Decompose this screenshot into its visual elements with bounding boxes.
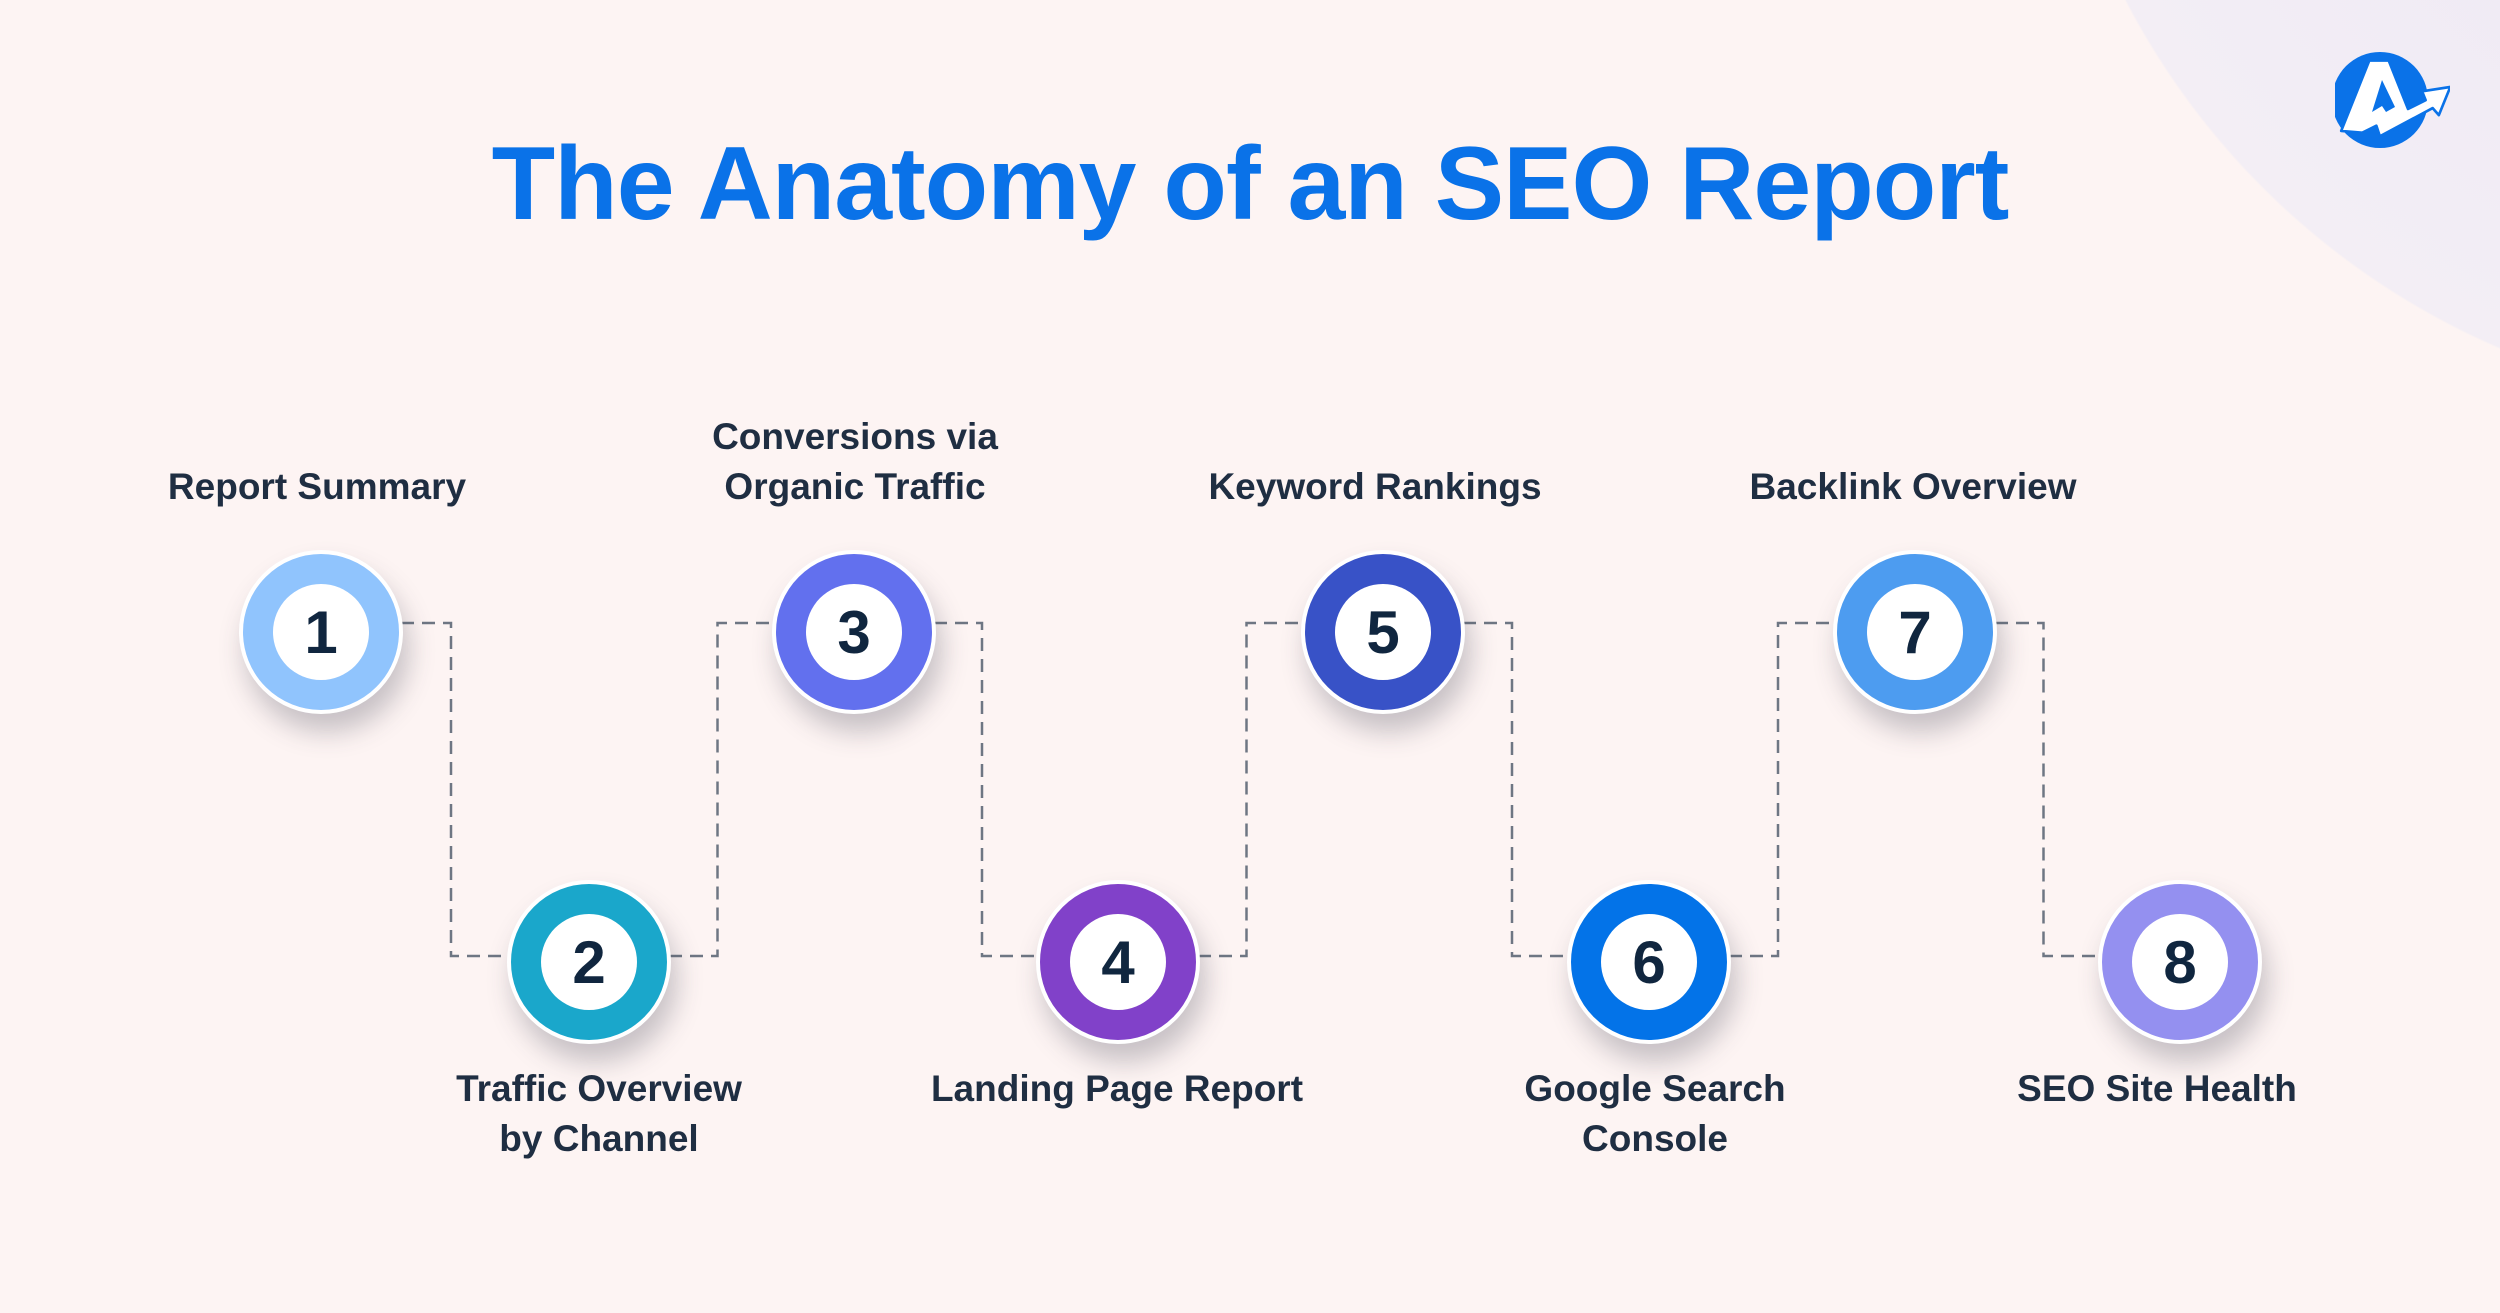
step-number: 1	[273, 584, 369, 680]
label-line: Keyword Rankings	[1208, 466, 1542, 507]
step-8-badge: 8	[2098, 880, 2262, 1044]
step-number: 8	[2132, 914, 2228, 1010]
label-line: Conversions via	[712, 416, 998, 457]
step-1-label: Report Summary	[107, 462, 527, 512]
label-line: Report Summary	[167, 466, 467, 507]
label-line: by Channel	[499, 1118, 699, 1159]
label-line: Google Search	[1524, 1068, 1786, 1109]
page-title: The Anatomy of an SEO Report	[491, 126, 2010, 242]
step-3-badge: 3	[772, 550, 936, 714]
label-line: Console	[1582, 1118, 1728, 1159]
step-1-badge: 1	[239, 550, 403, 714]
step-5-badge: 5	[1301, 550, 1465, 714]
step-number: 7	[1867, 584, 1963, 680]
step-number: 6	[1601, 914, 1697, 1010]
step-number: 5	[1335, 584, 1431, 680]
label-line: SEO Site Health	[2017, 1068, 2297, 1109]
step-number: 2	[541, 914, 637, 1010]
label-line: Backlink Overview	[1749, 466, 2077, 507]
step-2-label: Traffic Overview by Channel	[389, 1064, 809, 1164]
step-8-label: SEO Site Health	[1947, 1064, 2367, 1114]
step-7-label: Backlink Overview	[1703, 462, 2123, 512]
step-4-badge: 4	[1036, 880, 1200, 1044]
label-line: Organic Traffic	[724, 466, 986, 507]
step-2-badge: 2	[507, 880, 671, 1044]
label-line: Landing Page Report	[930, 1068, 1304, 1109]
step-number: 3	[806, 584, 902, 680]
step-6-badge: 6	[1567, 880, 1731, 1044]
step-number: 4	[1070, 914, 1166, 1010]
step-7-badge: 7	[1833, 550, 1997, 714]
step-4-label: Landing Page Report	[907, 1064, 1327, 1114]
label-line: Traffic Overview	[456, 1068, 742, 1109]
step-5-label: Keyword Rankings	[1165, 462, 1585, 512]
